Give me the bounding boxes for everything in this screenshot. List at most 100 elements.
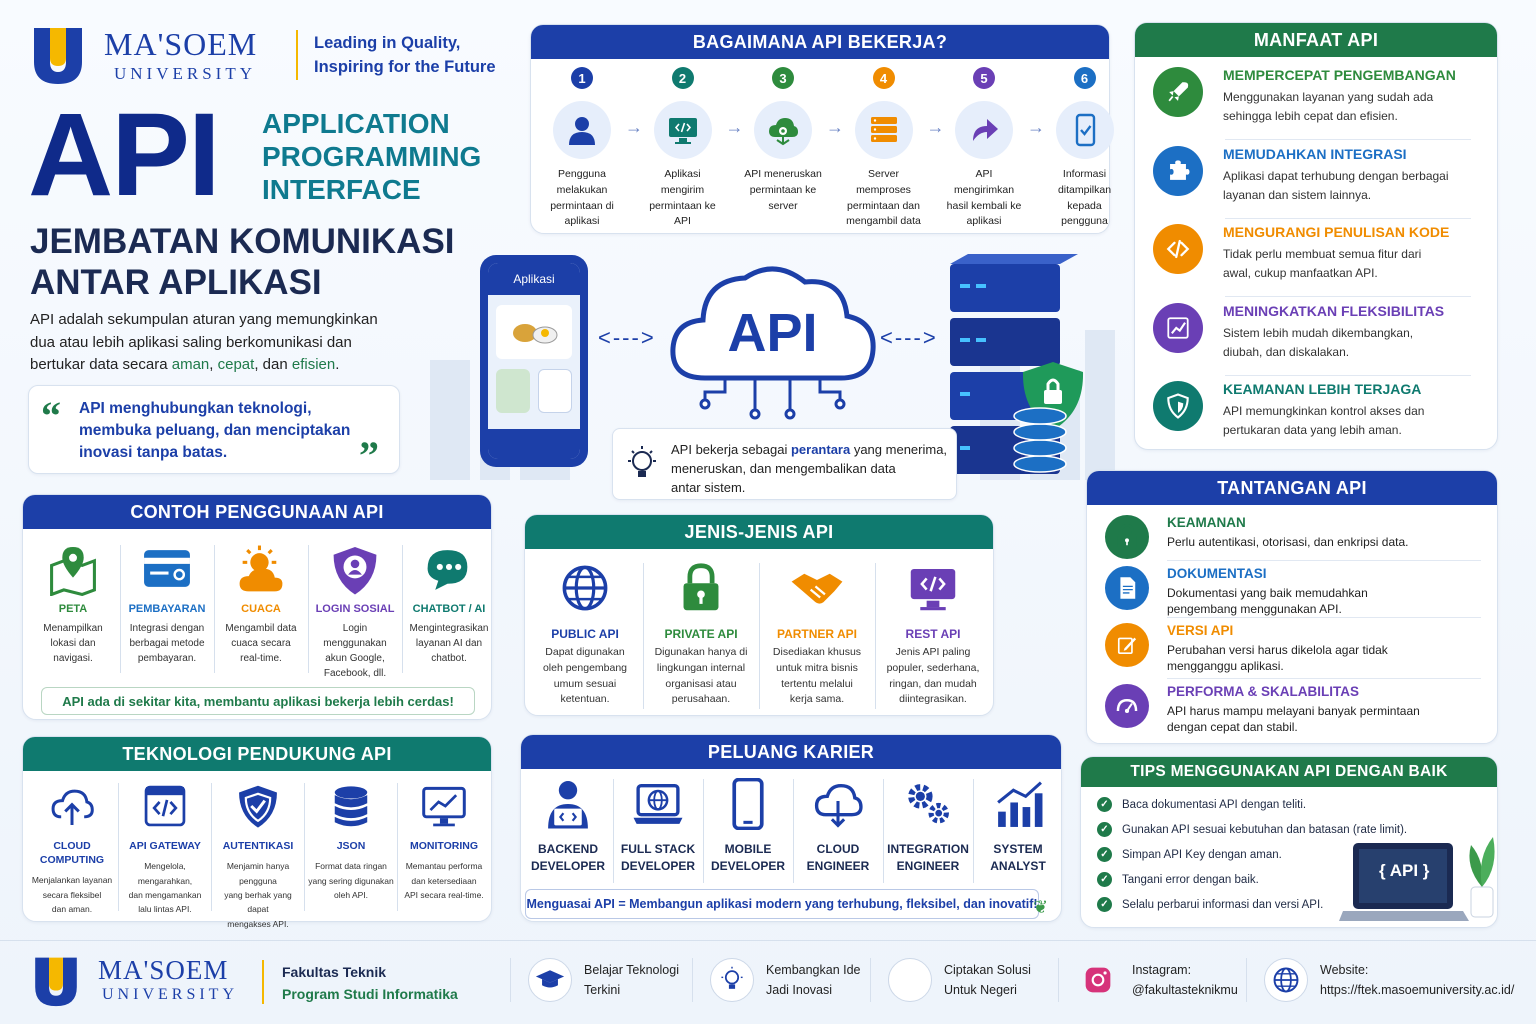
tantangan-desc-line: API harus mampu melayani banyak perminta… — [1167, 704, 1420, 718]
manfaat-desc-line: sehingga lebih cepat dan efisien. — [1223, 109, 1398, 124]
tagline-line-2: Inspiring for the Future — [314, 57, 496, 76]
contoh-divider — [308, 545, 309, 673]
bar-chart-icon — [975, 777, 1061, 831]
footer-divider-vertical — [510, 958, 511, 1002]
step-arrow-icon: → — [1027, 117, 1045, 137]
footer-item-text: Website:https://ftek.masoemuniversity.ac… — [1320, 960, 1514, 1000]
intro-line-2: dua atau lebih aplikasi saling berkomuni… — [30, 333, 352, 351]
phone-check-icon — [1055, 101, 1114, 159]
teknologi-desc-line: Format data ringan — [315, 861, 387, 872]
hero-title: API — [28, 89, 221, 221]
tantangan-divider — [1167, 560, 1481, 561]
manfaat-item: MENGURANGI PENULISAN KODE Tidak perlu me… — [1153, 224, 1479, 283]
server-rack-illustration — [948, 252, 1093, 487]
teknologi-desc-line: API secara real-time. — [404, 890, 484, 901]
teknologi-divider — [118, 783, 119, 911]
tantangan-item-desc: API harus mampu melayani banyak perminta… — [1167, 703, 1420, 735]
footer-item-line-1: Ciptakan Solusi — [944, 963, 1031, 977]
footer-item-text: Instagram:@fakultasteknikmu — [1132, 960, 1238, 1000]
note-seg-1: API bekerja sebagai — [671, 442, 791, 457]
step-arrow-icon: → — [826, 117, 844, 137]
contoh-divider — [214, 545, 215, 673]
teknologi-title: TEKNOLOGI PENDUKUNG API — [23, 737, 491, 771]
intro-line-1: API adalah sekumpulan aturan yang memung… — [30, 311, 378, 328]
teknologi-desc-line: dan ketersediaan — [411, 875, 477, 886]
phone-screen: Aplikasi — [488, 263, 580, 459]
api-cloud-label: API — [727, 303, 818, 363]
auth-shield-icon — [213, 783, 303, 829]
contoh-desc-line: cuaca secara — [231, 638, 291, 649]
teknologi-desc-line: oleh API. — [333, 890, 369, 901]
footer-item-line-2: @fakultasteknikmu — [1132, 983, 1238, 997]
shield-icon — [1153, 381, 1203, 431]
teknologi-desc-line: Menjamin hanya pengguna — [226, 861, 290, 886]
code-icon — [888, 958, 932, 1002]
rocket-icon — [1153, 67, 1203, 117]
quote-line-2: membuka peluang, dan menciptakan — [79, 422, 351, 440]
karier-title-line: SYSTEM — [993, 842, 1043, 856]
teknologi-divider — [211, 783, 212, 911]
footer-item[interactable]: Website:https://ftek.masoemuniversity.ac… — [1264, 958, 1514, 1002]
teknologi-divider — [304, 783, 305, 911]
cloud-upload-icon — [27, 783, 117, 829]
chat-icon — [405, 543, 493, 597]
footer-brand-logo — [30, 952, 82, 1010]
tantangan-text: PERFORMA & SKALABILITAS API harus mampu … — [1167, 684, 1420, 735]
teknologi-desc-line: dan mengamankan — [128, 890, 202, 901]
footer-item[interactable]: Instagram:@fakultasteknikmu — [1076, 958, 1238, 1002]
step-1: 1 Pengguna melakukan permintaan di aplik… — [543, 67, 621, 230]
tip-text: Baca dokumentasi API dengan teliti. — [1122, 798, 1307, 811]
teknologi-title-line: JSON — [336, 840, 366, 852]
food-tile — [496, 305, 572, 359]
globe-icon — [1264, 958, 1308, 1002]
manfaat-divider — [1225, 374, 1471, 376]
step-number: 1 — [571, 67, 593, 89]
subtitle-line-1: JEMBATAN KOMUNIKASI — [30, 222, 455, 261]
step-description: API meneruskan permintaan ke server — [744, 168, 822, 212]
jenis-desc-line: ringan, dan mudah — [889, 677, 977, 690]
manfaat-text: MENINGKATKAN FLEKSIBILITAS Sistem lebih … — [1223, 303, 1444, 362]
contoh-desc-line: akun Google, — [325, 653, 385, 664]
jenis-desc-line: populer, sederhana, — [886, 661, 980, 674]
step-number: 4 — [872, 67, 895, 89]
jenis-desc-line: kerja sama. — [789, 693, 845, 706]
step-description: API mengirimkan hasil kembali ke aplikas… — [946, 168, 1022, 228]
quote-box: “ API menghubungkan teknologi, membuka p… — [28, 385, 400, 478]
karier-divider — [703, 779, 704, 883]
step-description: Informasi ditampilkan kepada pengguna — [1057, 168, 1112, 228]
manfaat-text: MEMPERCEPAT PENGEMBANGAN Menggunakan lay… — [1223, 67, 1456, 126]
contoh-divider — [402, 545, 403, 673]
note-line-1: API bekerja sebagai perantara yang mener… — [671, 440, 947, 459]
step-arrow-icon: → — [725, 117, 744, 137]
api-mediator-note: API bekerja sebagai perantara yang mener… — [612, 428, 957, 500]
step-number: 3 — [772, 67, 794, 89]
manfaat-desc-line: Tidak perlu membuat semua fitur dari — [1223, 247, 1422, 261]
program-name: Program Studi Informatika — [282, 985, 458, 1002]
teknologi-item: API GATEWAY Mengelola, mengarahkan,dan m… — [120, 783, 210, 917]
tip-item: ✓ Simpan API Key dengan aman. — [1097, 847, 1282, 862]
karier-title-line: CLOUD — [816, 842, 860, 856]
backend-dev-icon — [525, 777, 611, 831]
teknologi-desc-line: yang berhak yang dapat — [224, 890, 292, 915]
api-cloud: API — [665, 250, 880, 420]
login-shield-icon — [311, 543, 399, 597]
step-number: 6 — [1073, 67, 1096, 89]
quote-line-1: API menghubungkan teknologi, — [79, 400, 312, 417]
teknologi-item-title: AUTENTIKASI — [213, 839, 303, 853]
footer-item-line-2: Untuk Negeri — [944, 983, 1017, 997]
quote-line-3: inovasi tanpa batas. — [79, 444, 228, 462]
teknologi-divider — [397, 783, 398, 911]
tantangan-text: DOKUMENTASI Dokumentasi yang baik memuda… — [1167, 566, 1368, 617]
footer-faculty: Fakultas Teknik Program Studi Informatik… — [282, 962, 458, 1005]
contoh-desc-line: Menampilkan — [43, 623, 103, 634]
contoh-item-title: PETA — [58, 603, 88, 615]
jenis-desc-line: umum sesuai — [553, 677, 617, 690]
